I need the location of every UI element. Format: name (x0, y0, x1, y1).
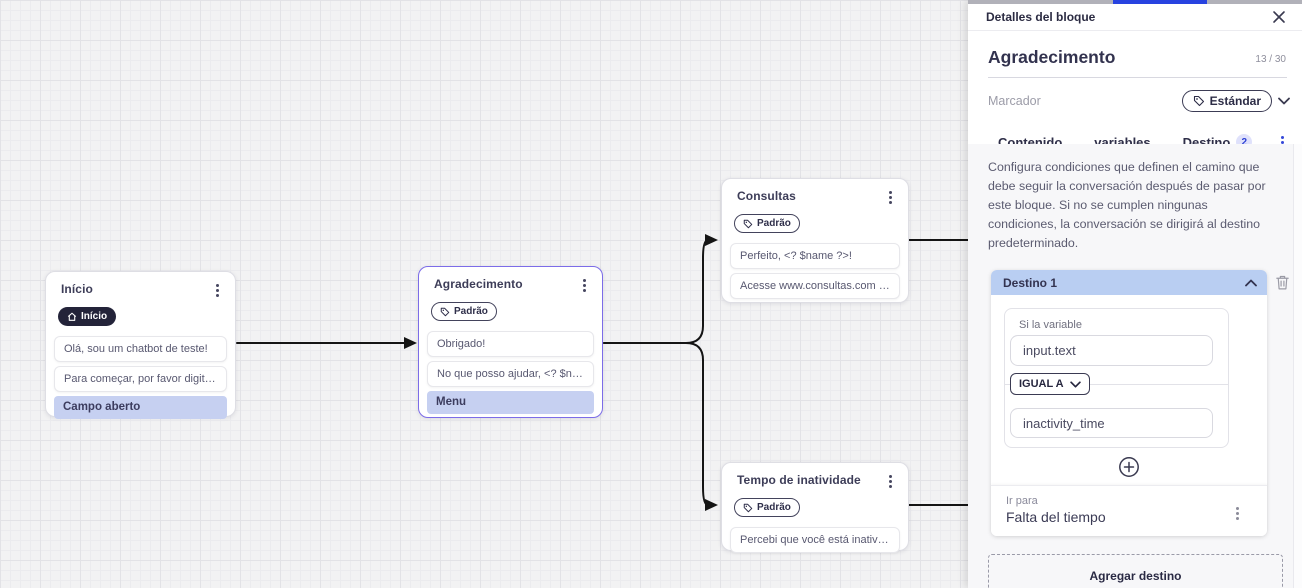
node-menu-icon[interactable] (887, 473, 894, 490)
block-name-input[interactable]: Agradecimento (988, 47, 1116, 67)
destination-header[interactable]: Destino 1 (991, 270, 1267, 295)
panel-scrollbar[interactable] (1293, 144, 1302, 588)
node-menu-icon[interactable] (214, 282, 221, 299)
action-row-menu[interactable]: Menu (427, 390, 594, 414)
chevron-down-icon[interactable] (1278, 97, 1290, 105)
start-badge: Início (58, 307, 117, 326)
condition-value-input[interactable] (1010, 408, 1213, 438)
condition-box: Si la variable IGUAL A (1004, 308, 1229, 448)
name-underline (988, 77, 1287, 78)
node-title: Início (61, 282, 93, 296)
standard-badge: Padrão (431, 302, 497, 321)
block-details-panel: Detalles del bloque Agradecimento 13 / 3… (968, 0, 1302, 588)
operator-select[interactable]: IGUAL A (1010, 373, 1090, 395)
message-row[interactable]: No que posso ajudar, <? $name ... (427, 360, 594, 387)
node-agradecimento[interactable]: Agradecimento Padrão Obrigado! No que po… (418, 266, 603, 418)
edge-agradecimento-tempo (603, 342, 709, 506)
destination-description: Configura condiciones que definen el cam… (988, 160, 1266, 250)
message-row[interactable]: Acesse www.consultas.com par... (730, 272, 900, 299)
chevron-down-icon (1069, 380, 1081, 388)
goto-section[interactable]: Ir para Falta del tiempo (991, 485, 1267, 536)
tag-icon (743, 503, 753, 512)
message-row[interactable]: Obrigado! (427, 330, 594, 357)
panel-top-strip (968, 0, 1302, 4)
message-row[interactable]: Olá, sou um chatbot de teste! (54, 335, 227, 362)
flow-canvas[interactable]: Início Início Olá, sou um chatbot de tes… (0, 0, 968, 588)
arrowhead (705, 234, 718, 246)
node-inicio[interactable]: Início Início Olá, sou um chatbot de tes… (45, 271, 236, 419)
node-title: Consultas (737, 189, 796, 203)
destination-card: Destino 1 Si la variable IGUAL A (991, 270, 1267, 536)
message-row[interactable]: Para começar, por favor digite o ... (54, 365, 227, 392)
standard-badge: Padrão (734, 498, 800, 517)
node-title: Tempo de inatividade (737, 473, 861, 487)
condition-divider (1005, 384, 1228, 385)
node-title: Agradecimento (434, 277, 523, 291)
close-icon[interactable] (1272, 10, 1286, 24)
goto-menu-icon[interactable] (1234, 505, 1241, 522)
arrowhead (705, 499, 718, 511)
condition-label: Si la variable (1019, 319, 1082, 331)
node-menu-icon[interactable] (887, 189, 894, 206)
marker-tag-chip[interactable]: Estándar (1181, 90, 1272, 112)
message-row[interactable]: Percebi que você está inativo. C... (730, 526, 900, 553)
standard-badge: Padrão (734, 214, 800, 233)
home-icon (67, 312, 77, 321)
node-menu-icon[interactable] (581, 277, 588, 294)
add-condition-icon[interactable] (1118, 456, 1140, 478)
node-consultas[interactable]: Consultas Padrão Perfeito, <? $name ?>! … (721, 178, 909, 303)
message-row[interactable]: Perfeito, <? $name ?>! (730, 242, 900, 269)
active-tab-accent (1113, 0, 1207, 4)
tag-icon (440, 307, 450, 316)
goto-label: Ir para (1006, 495, 1038, 507)
edge-agradecimento-consultas (603, 239, 709, 344)
panel-title: Detalles del bloque (986, 10, 1096, 24)
marker-input[interactable]: Marcador (988, 94, 1041, 108)
flow-edges (236, 234, 968, 511)
trash-icon[interactable] (1274, 273, 1291, 292)
char-counter: 13 / 30 (1255, 54, 1286, 65)
tag-icon (743, 219, 753, 228)
condition-variable-input[interactable] (1010, 335, 1213, 366)
add-destination-button[interactable]: Agregar destino (988, 554, 1283, 588)
tag-icon (1193, 95, 1204, 107)
node-tempo-inatividade[interactable]: Tempo de inatividade Padrão Percebi que … (721, 462, 909, 553)
chevron-up-icon[interactable] (1245, 279, 1257, 287)
goto-value: Falta del tiempo (1006, 509, 1106, 525)
arrowhead (404, 337, 417, 349)
action-row-open-field[interactable]: Campo aberto (54, 395, 227, 419)
